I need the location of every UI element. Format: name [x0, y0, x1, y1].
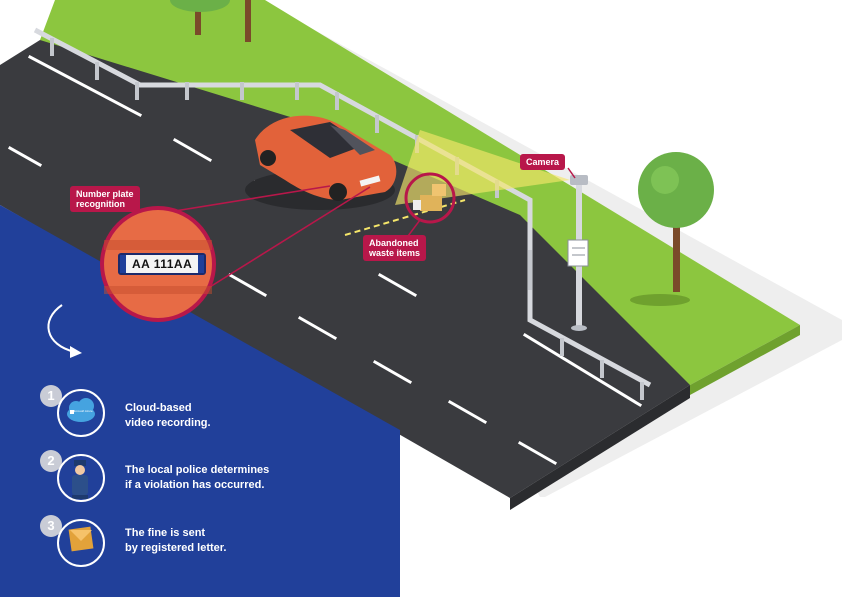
step-label-line1: The local police determines	[125, 464, 270, 476]
step-1: 1 Cloud-based video recording.	[40, 385, 370, 445]
step-icon-ring	[57, 389, 105, 437]
callout-number-plate-line1: Number plate	[76, 189, 134, 199]
license-plate-text: AA 111AA	[132, 257, 193, 271]
step-label-line1: Cloud-based	[125, 402, 192, 414]
step-2: 2 The local police determines if a viola…	[40, 450, 370, 510]
tree-icon	[170, 0, 251, 42]
step-number: 2	[40, 450, 62, 472]
step-number: 1	[40, 385, 62, 407]
step-label-line1: The fine is sent	[125, 527, 206, 539]
tree-icon	[630, 152, 714, 306]
road-edge	[510, 385, 690, 510]
step-label-line2: video recording.	[125, 417, 211, 429]
info-panel	[0, 205, 400, 597]
step-label-line2: if a violation has occurred.	[125, 479, 265, 491]
callout-number-plate-line2: recognition	[76, 199, 125, 209]
callout-lines	[149, 185, 371, 291]
grass-side	[690, 325, 800, 395]
step-icon-ring	[57, 454, 105, 502]
step-number: 3	[40, 515, 62, 537]
step-label: The local police determines if a violati…	[125, 463, 269, 493]
road	[0, 40, 690, 498]
waste-magnifier	[404, 172, 456, 224]
car-icon	[245, 115, 397, 210]
step-label: Cloud-based video recording.	[125, 401, 211, 431]
callout-camera-label: Camera	[526, 157, 560, 167]
callout-abandoned-line1: Abandoned	[369, 238, 419, 248]
camera-pole	[567, 175, 589, 331]
step-icon-ring	[57, 519, 105, 567]
callout-abandoned: Abandoned waste items	[363, 235, 427, 261]
callout-abandoned-line2: waste items	[369, 248, 421, 258]
step-3: 3 The fine is sent by registered letter.	[40, 515, 370, 575]
detection-line	[344, 199, 466, 236]
step-label-line2: by registered letter.	[125, 542, 227, 554]
callout-camera: Camera	[520, 154, 566, 170]
license-plate: AA 111AA	[118, 253, 206, 275]
curved-arrow-icon	[47, 304, 76, 353]
waste-items	[413, 184, 446, 211]
step-label: The fine is sent by registered letter.	[125, 526, 227, 556]
callout-number-plate: Number plate recognition	[70, 186, 140, 212]
